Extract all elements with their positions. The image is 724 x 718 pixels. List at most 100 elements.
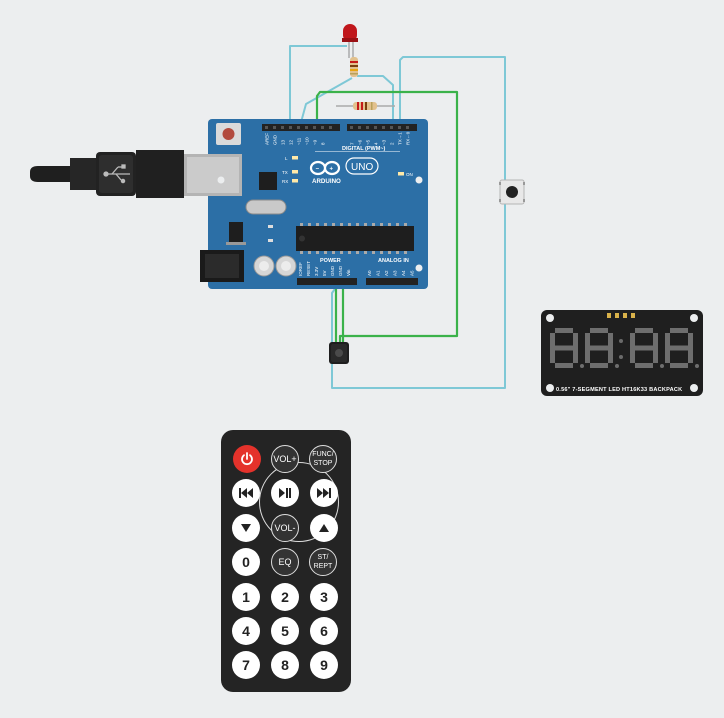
- button-3[interactable]: 3: [310, 583, 338, 611]
- display-segment: [635, 363, 653, 368]
- analog-pin-label-2: A2: [384, 270, 389, 276]
- button-5[interactable]: 5: [271, 617, 299, 645]
- power-pin-label-2: 3.3V: [314, 267, 319, 276]
- analog-pin-label-4: A4: [401, 270, 406, 276]
- skip-back-icon: [239, 488, 253, 498]
- func-stop-button[interactable]: FUNC/ STOP: [309, 445, 337, 473]
- power-icon: [241, 452, 253, 466]
- button-1[interactable]: 1: [232, 583, 260, 611]
- wire-led-to-pin13[interactable]: [289, 45, 347, 126]
- pin-label-11: 4: [374, 142, 379, 145]
- usb-chip: [259, 172, 277, 190]
- wire-resistor1-down[interactable]: [299, 77, 353, 127]
- header-power: [297, 278, 357, 285]
- wire-button-bottom[interactable]: [331, 200, 506, 389]
- svg-text:−: −: [316, 167, 320, 173]
- display-segment: [635, 345, 653, 351]
- seven-segment-display[interactable]: 0.56" 7-SEGMENT LED HT16K33 BACKPACK: [541, 310, 703, 396]
- regulator: [229, 222, 243, 242]
- pin-label-0: AREF: [265, 133, 270, 145]
- display-segment: [585, 333, 590, 348]
- display-digit: [585, 328, 619, 368]
- resistor-horizontal[interactable]: [353, 102, 377, 110]
- pin-label-5: ~10: [305, 137, 310, 145]
- wire-green-ir-signal[interactable]: [315, 90, 459, 342]
- button-3-label: 3: [320, 589, 328, 605]
- display-segment: [653, 348, 658, 363]
- display-segment: [630, 348, 635, 363]
- ir-receiver[interactable]: [329, 342, 349, 364]
- button-8-label: 8: [281, 657, 289, 673]
- arduino-logo-icon: [309, 160, 341, 176]
- button-9[interactable]: 9: [310, 651, 338, 679]
- pin-label-9: ~6: [358, 139, 363, 145]
- func-stop-label: FUNC/ STOP: [312, 451, 334, 467]
- pin-label-14: TX→1: [398, 132, 403, 145]
- next-button[interactable]: [310, 479, 338, 507]
- analog-pin-label-3: A3: [393, 270, 398, 276]
- uno-badge: [345, 157, 379, 175]
- display-segment: [590, 328, 608, 333]
- display-segment: [590, 345, 608, 351]
- button-7[interactable]: 7: [232, 651, 260, 679]
- wire-resistor1-to-pin[interactable]: [357, 75, 394, 126]
- wires: [289, 45, 506, 389]
- analog-pin-label-1: A1: [376, 270, 381, 276]
- red-led[interactable]: [342, 24, 358, 60]
- display-digit: [630, 328, 664, 368]
- button-4-label: 4: [242, 623, 250, 639]
- display-segment: [555, 345, 573, 351]
- button-2[interactable]: 2: [271, 583, 299, 611]
- svg-text:+: +: [330, 167, 334, 173]
- st-rept-button[interactable]: ST/ REPT: [309, 548, 337, 576]
- pin-label-6: ~9: [313, 139, 318, 145]
- display-segment: [555, 363, 573, 368]
- led-tx-label: TX: [282, 170, 288, 175]
- arrow-up-icon: [319, 524, 329, 532]
- pin-label-7: 8: [321, 142, 326, 145]
- down-button[interactable]: [232, 514, 260, 542]
- resistor-vertical[interactable]: [350, 57, 358, 77]
- play-pause-button[interactable]: [271, 479, 299, 507]
- display-decimal-point: [615, 364, 619, 368]
- led-on-label: ON: [406, 172, 413, 177]
- power-pin-label-0: IOREF: [298, 262, 303, 276]
- power-pin-label-6: Vin: [346, 269, 351, 276]
- pin-label-8: 7: [350, 142, 355, 145]
- button-5-label: 5: [281, 623, 289, 639]
- eq-button[interactable]: EQ: [271, 548, 299, 576]
- atmega-chip: [296, 226, 414, 251]
- pin-label-13: 2: [390, 142, 395, 145]
- display-segment: [550, 348, 555, 363]
- display-segment: [688, 348, 693, 363]
- display-segment: [653, 333, 658, 348]
- power-button[interactable]: [233, 445, 261, 473]
- crystal: [245, 199, 287, 215]
- vol-up-label: VOL+: [273, 453, 297, 464]
- button-4[interactable]: 4: [232, 617, 260, 645]
- display-segment: [573, 333, 578, 348]
- prev-button[interactable]: [232, 479, 260, 507]
- display-label: 0.56" 7-SEGMENT LED HT16K33 BACKPACK: [556, 387, 682, 393]
- wire-button-top[interactable]: [399, 56, 506, 182]
- button-1-label: 1: [242, 589, 250, 605]
- button-0[interactable]: 0: [232, 548, 260, 576]
- pin-label-2: 13: [281, 139, 286, 145]
- button-8[interactable]: 8: [271, 651, 299, 679]
- display-segment: [665, 333, 670, 348]
- display-segment: [608, 348, 613, 363]
- vol-down-button[interactable]: VOL-: [271, 514, 299, 542]
- display-segment: [670, 345, 688, 351]
- vol-up-button[interactable]: VOL+: [271, 445, 299, 473]
- button-2-label: 2: [281, 589, 289, 605]
- push-button[interactable]: [499, 179, 525, 205]
- display-segment: [555, 328, 573, 333]
- pin-label-3: 12: [289, 139, 294, 145]
- up-button[interactable]: [310, 514, 338, 542]
- led-l-label: L: [285, 156, 288, 161]
- uno-label: UNO: [351, 162, 373, 173]
- button-6[interactable]: 6: [310, 617, 338, 645]
- power-pin-label-4: GND: [330, 265, 335, 276]
